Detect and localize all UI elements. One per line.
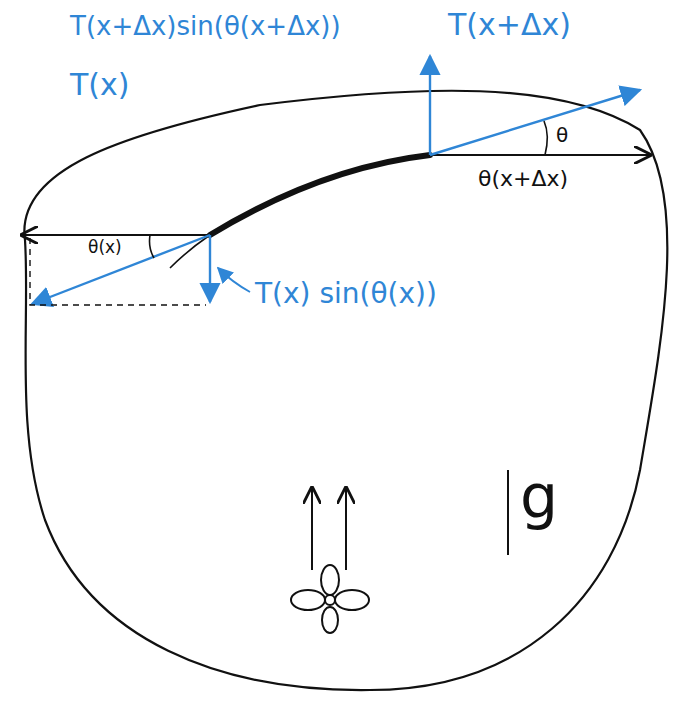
formula-label: g — [520, 462, 558, 531]
dashed-guide — [30, 238, 206, 305]
tension-arrow — [429, 56, 431, 155]
formula-label: T(x) sin(θ(x)) — [255, 278, 437, 310]
tension-arrow — [32, 235, 210, 304]
horizontal-axis — [22, 234, 210, 236]
formula-label: T(x+Δx)sin(θ(x+Δx)) — [70, 12, 341, 42]
formula-label: θ(x) — [88, 238, 122, 258]
angle-arc — [544, 121, 547, 155]
formula-label: θ(x+Δx) — [478, 166, 568, 191]
horizontal-axis — [430, 154, 650, 156]
gravity-bracket — [507, 470, 509, 555]
fan-symbol — [291, 488, 369, 633]
region-outline — [24, 91, 667, 690]
string-segment — [210, 155, 430, 235]
leader-line — [218, 268, 250, 292]
formula-label: T(x) — [70, 68, 130, 103]
angle-arc — [150, 235, 155, 258]
formula-label: T(x+Δx) — [448, 8, 571, 43]
tension-arrow — [209, 235, 211, 302]
string-segment — [170, 235, 210, 268]
tension-arrow — [430, 90, 640, 155]
formula-label: θ — [556, 124, 568, 147]
